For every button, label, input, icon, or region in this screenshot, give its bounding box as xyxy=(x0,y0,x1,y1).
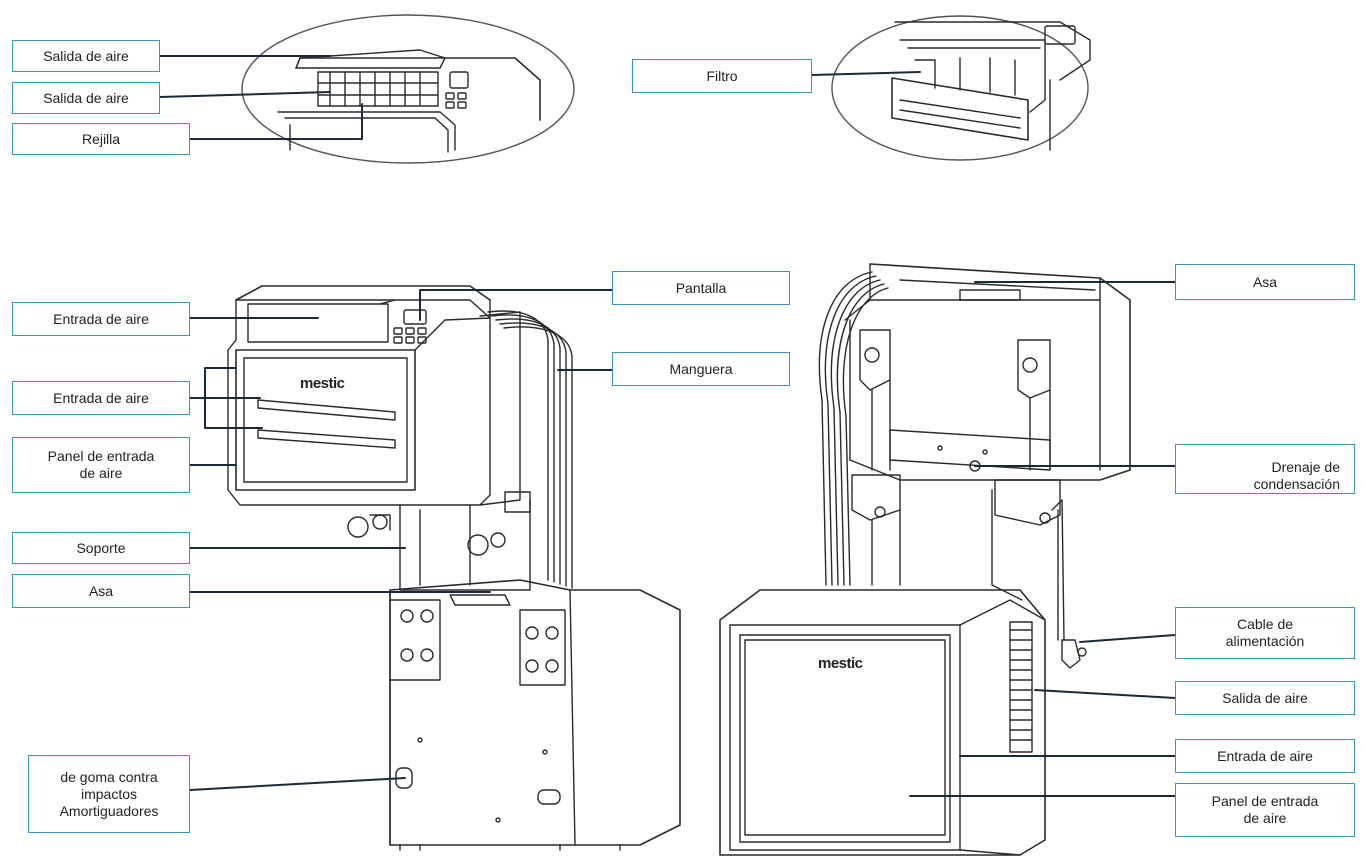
label-drenaje: Drenaje de condensación xyxy=(1175,444,1355,494)
label-asa-right-text: Asa xyxy=(1252,273,1278,290)
label-salida-aire-2: Salida de aire xyxy=(12,82,160,114)
label-amortiguadores: de goma contra impactos Amortiguadores xyxy=(28,755,190,833)
label-panel-entrada-left-l2: de aire xyxy=(79,465,123,481)
label-soporte: Soporte xyxy=(12,532,190,564)
right-unit-hose xyxy=(818,271,889,586)
detail-filter xyxy=(831,15,1091,161)
label-panel-entrada-left-l1: Panel de entrada xyxy=(47,448,155,464)
label-rejilla-text: Rejilla xyxy=(81,130,121,147)
label-asa-left-text: Asa xyxy=(88,582,114,599)
right-unit-body xyxy=(719,474,1087,856)
label-panel-entrada-right-l2: de aire xyxy=(1243,810,1287,826)
brand-logo-left: mestic xyxy=(300,375,345,392)
brand-logo-right: mestic xyxy=(818,655,863,672)
label-panel-entrada-left: Panel de entrada de aire xyxy=(12,437,190,493)
label-manguera-text: Manguera xyxy=(669,360,733,377)
label-entrada-aire-front: Entrada de aire xyxy=(12,381,190,415)
label-cable-l2: alimentación xyxy=(1225,633,1305,649)
label-asa-right: Asa xyxy=(1175,264,1355,300)
label-cable-l1: Cable de xyxy=(1236,616,1294,632)
label-panel-entrada-right: Panel de entrada de aire xyxy=(1175,783,1355,837)
label-cable: Cable de alimentación xyxy=(1175,607,1355,659)
label-entrada-aire-right-text: Entrada de aire xyxy=(1217,747,1313,764)
label-entrada-aire-top-text: Entrada de aire xyxy=(53,310,149,327)
label-salida-aire-right: Salida de aire xyxy=(1175,681,1355,715)
label-entrada-aire-right: Entrada de aire xyxy=(1175,739,1355,773)
label-manguera: Manguera xyxy=(612,352,790,386)
label-rejilla: Rejilla xyxy=(12,123,190,155)
label-salida-aire-1: Salida de aire xyxy=(12,40,160,72)
label-salida-aire-right-text: Salida de aire xyxy=(1222,689,1308,706)
left-unit-hose xyxy=(487,310,573,589)
label-salida-aire-1-text: Salida de aire xyxy=(43,47,129,64)
label-filtro-text: Filtro xyxy=(706,67,738,84)
label-amortiguadores-l3: Amortiguadores xyxy=(59,802,159,819)
detail-top-outlet xyxy=(241,14,575,164)
left-unit-body xyxy=(347,491,681,851)
label-drenaje-l1: Drenaje de xyxy=(1271,459,1341,475)
label-entrada-aire-top: Entrada de aire xyxy=(12,302,190,336)
label-pantalla-text: Pantalla xyxy=(675,279,727,296)
label-asa-left: Asa xyxy=(12,574,190,608)
label-salida-aire-2-text: Salida de aire xyxy=(43,89,129,106)
label-soporte-text: Soporte xyxy=(76,539,126,556)
label-entrada-aire-front-text: Entrada de aire xyxy=(53,389,149,406)
label-pantalla: Pantalla xyxy=(612,271,790,305)
left-unit-head xyxy=(227,285,521,506)
leader-lines xyxy=(159,55,1176,797)
right-unit-head xyxy=(844,263,1131,481)
label-filtro: Filtro xyxy=(632,59,812,93)
label-panel-entrada-right-l1: Panel de entrada xyxy=(1211,793,1319,809)
label-amortiguadores-l2: impactos xyxy=(80,785,138,802)
label-amortiguadores-l1: de goma contra xyxy=(60,768,158,785)
label-drenaje-l2: condensación xyxy=(1253,476,1340,492)
